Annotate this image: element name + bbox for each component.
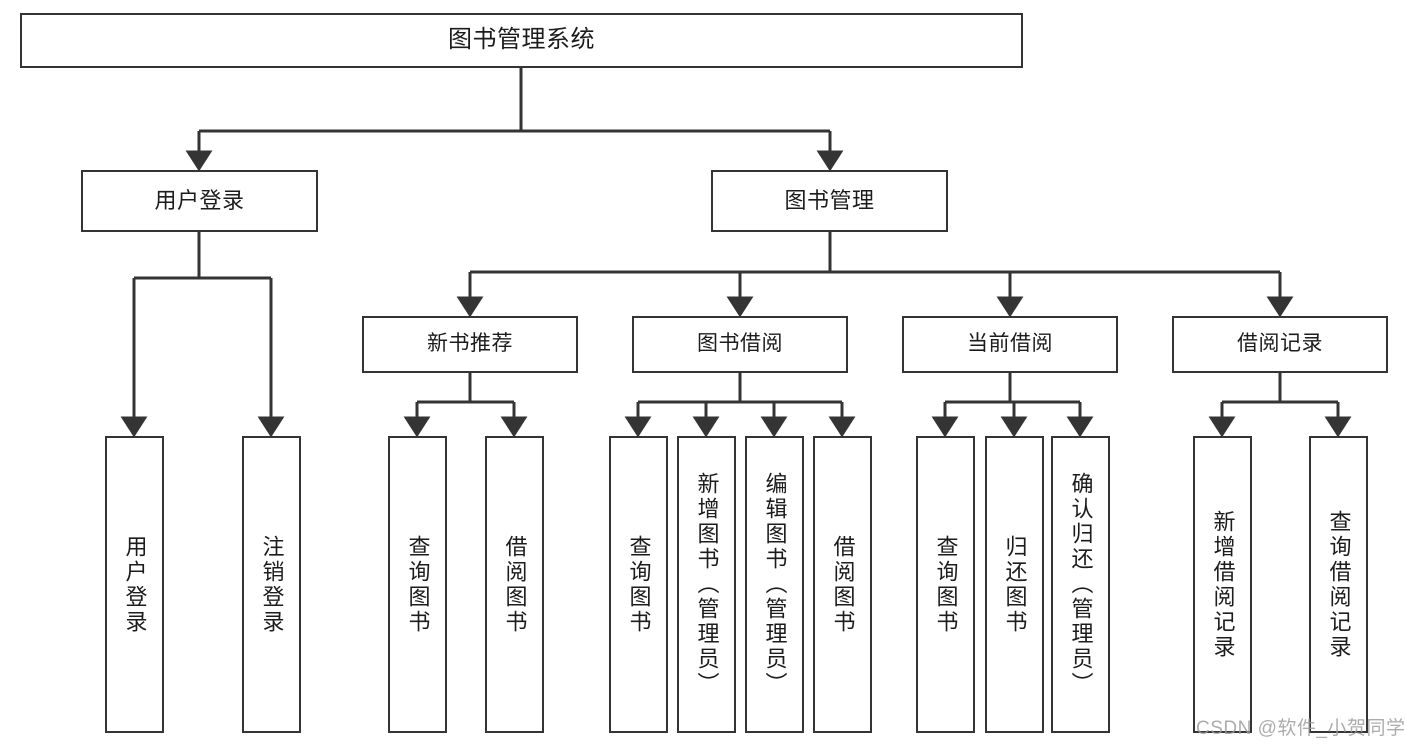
leaf-borrow-borrow-book[interactable]: 借阅图书: [813, 436, 872, 733]
leaf-user-login-signout[interactable]: 注销登录: [242, 436, 301, 733]
node-label: 用户登录: [154, 188, 245, 214]
node-label: 用户登录: [122, 534, 148, 635]
leaf-record-query[interactable]: 查询借阅记录: [1309, 436, 1368, 733]
node-label: 查询图书: [405, 534, 431, 635]
leaf-user-login-signin[interactable]: 用户登录: [105, 436, 164, 733]
leaf-borrow-query-book[interactable]: 查询图书: [609, 436, 668, 733]
node-label: 图书借阅: [697, 332, 783, 356]
node-label: 查询图书: [933, 534, 959, 635]
node-label: 新书推荐: [427, 332, 513, 356]
node-label: 确认归还（管理员）: [1068, 472, 1094, 697]
node-label: 归还图书: [1002, 534, 1028, 635]
node-current-borrow[interactable]: 当前借阅: [902, 316, 1118, 373]
node-label: 借阅图书: [830, 534, 856, 635]
leaf-new-book-borrow[interactable]: 借阅图书: [485, 436, 544, 733]
node-label: 图书管理系统: [448, 26, 595, 54]
leaf-borrow-edit-book-admin[interactable]: 编辑图书（管理员）: [745, 436, 804, 733]
leaf-current-return-book[interactable]: 归还图书: [985, 436, 1044, 733]
node-label: 查询借阅记录: [1326, 509, 1352, 660]
node-label: 注销登录: [259, 534, 285, 635]
node-label: 查询图书: [626, 534, 652, 635]
node-label: 图书管理: [784, 188, 875, 214]
node-book-management[interactable]: 图书管理: [711, 170, 948, 232]
node-label: 借阅图书: [502, 534, 528, 635]
node-label: 借阅记录: [1237, 332, 1323, 356]
leaf-current-confirm-return-admin[interactable]: 确认归还（管理员）: [1051, 436, 1110, 733]
leaf-current-query-book[interactable]: 查询图书: [916, 436, 975, 733]
node-label: 当前借阅: [967, 332, 1053, 356]
node-user-login[interactable]: 用户登录: [81, 170, 318, 232]
node-book-borrow[interactable]: 图书借阅: [632, 316, 848, 373]
node-new-book-recommend[interactable]: 新书推荐: [362, 316, 578, 373]
node-borrow-record[interactable]: 借阅记录: [1172, 316, 1388, 373]
leaf-borrow-add-book-admin[interactable]: 新增图书（管理员）: [677, 436, 736, 733]
node-system-root[interactable]: 图书管理系统: [20, 13, 1023, 68]
node-label: 新增借阅记录: [1210, 509, 1236, 660]
node-label: 编辑图书（管理员）: [762, 472, 788, 697]
csdn-watermark: CSDN @软件_小贺同学: [1196, 718, 1405, 739]
node-label: 新增图书（管理员）: [694, 472, 720, 697]
leaf-new-book-query[interactable]: 查询图书: [388, 436, 447, 733]
leaf-record-add[interactable]: 新增借阅记录: [1193, 436, 1252, 733]
